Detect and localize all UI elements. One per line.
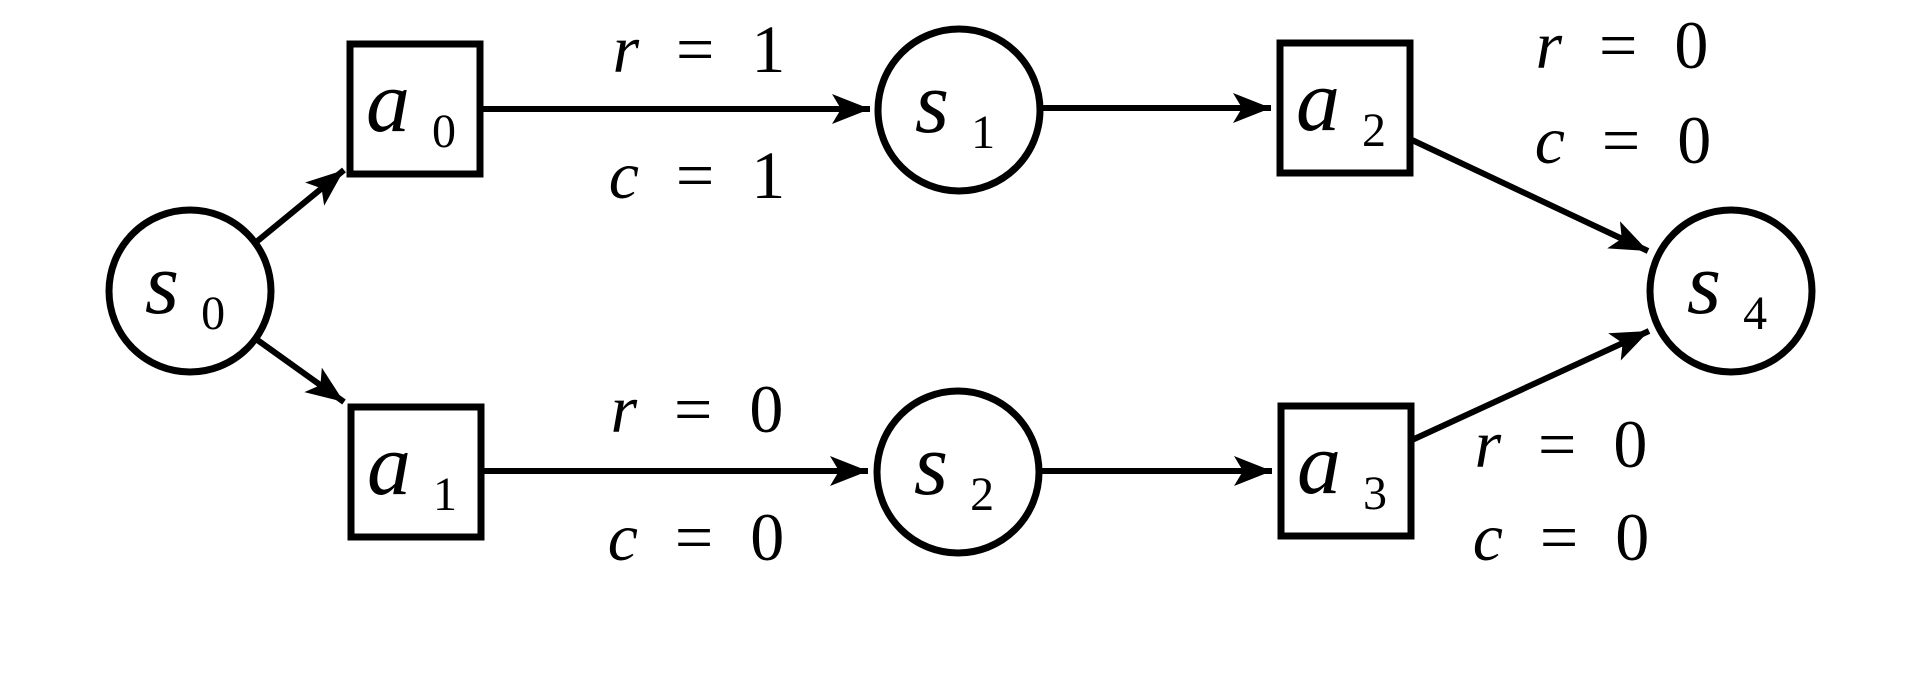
action-label-a2: a 2 [1296, 53, 1386, 157]
edge-label-reward-a1-s2: r = 0 [611, 371, 784, 447]
edge-label-reward-a3-s4: r = 0 [1475, 406, 1648, 482]
reward-val: 1 [751, 11, 785, 87]
state-label-s2: s 2 [914, 417, 994, 521]
action-square-a3 [1277, 402, 1415, 540]
reward-var: r [611, 371, 638, 447]
state-label-subscript: 0 [201, 287, 225, 340]
action-label-a0: a 0 [366, 54, 456, 158]
state-circle-s1 [874, 25, 1044, 195]
cost-var: c [1535, 102, 1565, 178]
edge-label-cost-a2-s4: c = 0 [1535, 102, 1712, 178]
state-node-s1: s 1 [874, 25, 1044, 195]
cost-val: 0 [1677, 102, 1711, 178]
state-circle-s0 [105, 206, 275, 376]
cost-var: c [609, 137, 639, 213]
action-label-subscript: 2 [1362, 104, 1386, 157]
state-label-base: s [145, 236, 179, 333]
reward-op: = [674, 371, 712, 447]
state-label-s1: s 1 [915, 55, 995, 159]
state-label-base: s [915, 55, 949, 152]
reward-var: r [1536, 7, 1563, 83]
state-label-subscript: 2 [970, 468, 994, 521]
state-label-base: s [914, 417, 948, 514]
reward-op: = [1599, 7, 1637, 83]
action-label-base: a [367, 417, 411, 514]
state-circle-s2 [873, 387, 1043, 557]
reward-val: 0 [1613, 406, 1647, 482]
action-node-a3: a 3 [1277, 402, 1415, 540]
state-label-s0: s 0 [145, 236, 225, 340]
action-label-base: a [1296, 53, 1340, 150]
cost-op: = [675, 499, 713, 575]
reward-val: 0 [749, 371, 783, 447]
reward-op: = [1538, 406, 1576, 482]
action-square-a1 [347, 403, 485, 541]
action-square-a2 [1276, 39, 1414, 177]
action-label-subscript: 3 [1363, 467, 1387, 520]
reward-var: r [1475, 406, 1502, 482]
edge-s0-a1 [254, 336, 346, 405]
state-label-subscript: 4 [1743, 287, 1767, 340]
edge-line-s0-a0 [253, 167, 346, 246]
action-label-a3: a 3 [1297, 416, 1387, 520]
action-label-subscript: 0 [432, 105, 456, 158]
cost-op: = [1540, 499, 1578, 575]
action-label-base: a [1297, 416, 1341, 513]
edge-line-s0-a1 [254, 336, 346, 405]
reward-op: = [676, 11, 714, 87]
cost-var: c [608, 499, 638, 575]
action-label-a1: a 1 [367, 417, 457, 521]
reward-var: r [613, 11, 640, 87]
state-node-s4: s 4 [1646, 206, 1816, 376]
edge-label-reward-a0-s1: r = 1 [613, 11, 786, 87]
cost-val: 1 [751, 137, 785, 213]
edge-line-a3-s4 [1410, 328, 1651, 443]
cost-op: = [676, 137, 714, 213]
edge-label-reward-a2-s4: r = 0 [1536, 7, 1709, 83]
action-label-subscript: 1 [433, 468, 457, 521]
edge-line-a2-s4 [1410, 137, 1650, 254]
state-label-s4: s 4 [1687, 236, 1767, 340]
cost-var: c [1473, 499, 1503, 575]
action-label-base: a [366, 54, 410, 151]
edge-label-cost-a1-s2: c = 0 [608, 499, 785, 575]
action-node-a2: a 2 [1276, 39, 1414, 177]
action-node-a0: a 0 [346, 40, 484, 178]
cost-val: 0 [750, 499, 784, 575]
edge-a2-s4 [1410, 137, 1650, 254]
edge-label-cost-a0-s1: c = 1 [609, 137, 786, 213]
reward-val: 0 [1674, 7, 1708, 83]
state-node-s0: s 0 [105, 206, 275, 376]
state-circle-s4 [1646, 206, 1816, 376]
action-node-a1: a 1 [347, 403, 485, 541]
action-square-a0 [346, 40, 484, 178]
cost-val: 0 [1615, 499, 1649, 575]
edge-a3-s4 [1410, 328, 1651, 443]
edge-s0-a0 [253, 167, 346, 246]
state-node-s2: s 2 [873, 387, 1043, 557]
edge-label-cost-a3-s4: c = 0 [1473, 499, 1650, 575]
state-label-base: s [1687, 236, 1721, 333]
cost-op: = [1602, 102, 1640, 178]
state-label-subscript: 1 [971, 106, 995, 159]
